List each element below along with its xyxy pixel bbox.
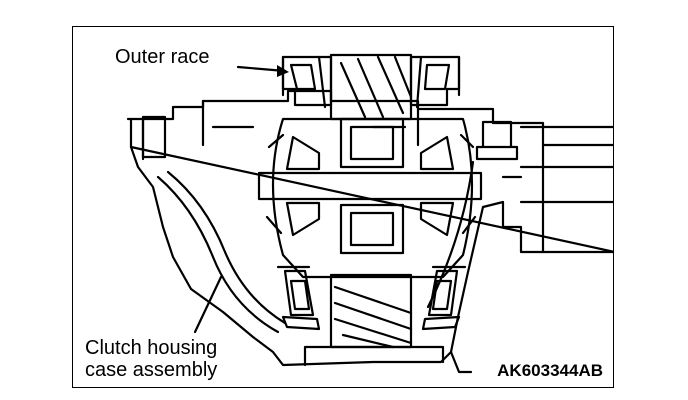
right-housing-lines [501, 125, 613, 179]
upper-left-outer-race [281, 55, 327, 109]
side-gear-left [285, 135, 321, 237]
housing-inner-wall-left-2 [166, 170, 287, 325]
clutch-housing-label: Clutch housing case assembly [83, 337, 220, 381]
differential-cutaway-drawing [126, 53, 613, 374]
lower-right-bearing [427, 269, 459, 317]
clutch-housing-case [126, 89, 613, 367]
clutch-housing-label-line1: Clutch housing [85, 337, 218, 359]
upper-right-bearing-roller [423, 63, 451, 91]
housing-step-right [449, 350, 473, 374]
housing-rib-top-left [201, 99, 255, 147]
clutch-housing-label-line2: case assembly [85, 359, 218, 381]
pinion-gear-bottom [339, 203, 405, 255]
pinion-gear-top [339, 117, 405, 169]
lower-left-race [276, 265, 321, 331]
differential-cross-shaft [257, 171, 483, 201]
lower-right-race [421, 265, 467, 331]
housing-inner-wall-left [156, 175, 280, 334]
gear-teeth-upper [339, 55, 413, 119]
diff-case-hatching [265, 133, 477, 235]
outer-race-label: Outer race [113, 46, 212, 68]
clutch-housing-leader-line [193, 275, 223, 334]
side-gear-right [419, 135, 455, 237]
right-housing-block [519, 143, 613, 254]
differential-case [271, 117, 474, 279]
final-gear-lower [329, 273, 413, 349]
upper-right-outer-race [415, 55, 461, 109]
figure-code: AK603344AB [495, 361, 605, 381]
lower-left-bearing [283, 269, 315, 317]
upper-left-bearing-roller [289, 63, 317, 91]
figure-frame: Outer race Clutch housing case assembly … [72, 26, 614, 388]
left-housing-bolt [141, 115, 167, 159]
gear-teeth-lower [333, 285, 413, 349]
right-housing-bolt [475, 120, 519, 161]
outer-race-arrowhead [277, 65, 289, 77]
